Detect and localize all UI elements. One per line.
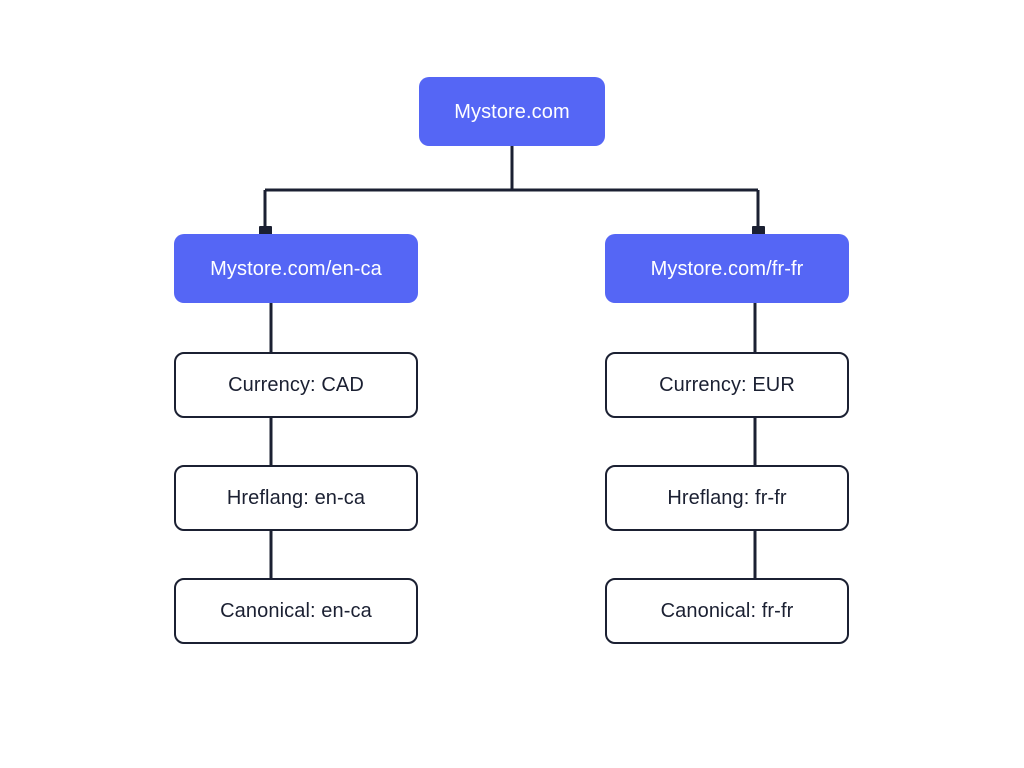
node-locale-en-ca[interactable]: Mystore.com/en-ca [174,234,418,303]
node-currency-en-ca-label: Currency: CAD [228,374,364,396]
node-hreflang-fr-fr[interactable]: Hreflang: fr-fr [605,465,849,531]
node-currency-fr-fr-label: Currency: EUR [659,374,795,396]
node-currency-fr-fr[interactable]: Currency: EUR [605,352,849,418]
node-locale-fr-fr-label: Mystore.com/fr-fr [650,257,804,280]
node-canonical-fr-fr[interactable]: Canonical: fr-fr [605,578,849,644]
node-hreflang-en-ca-label: Hreflang: en-ca [226,487,366,509]
node-canonical-en-ca[interactable]: Canonical: en-ca [174,578,418,644]
node-hreflang-fr-fr-label: Hreflang: fr-fr [667,487,787,509]
node-canonical-en-ca-label: Canonical: en-ca [220,600,372,622]
node-root-domain-label: Mystore.com [454,100,570,123]
node-hreflang-en-ca[interactable]: Hreflang: en-ca [174,465,418,531]
node-locale-fr-fr[interactable]: Mystore.com/fr-fr [605,234,849,303]
node-canonical-fr-fr-label: Canonical: fr-fr [660,600,794,622]
node-locale-en-ca-label: Mystore.com/en-ca [210,257,382,280]
node-root-domain[interactable]: Mystore.com [419,77,605,146]
node-currency-en-ca[interactable]: Currency: CAD [174,352,418,418]
